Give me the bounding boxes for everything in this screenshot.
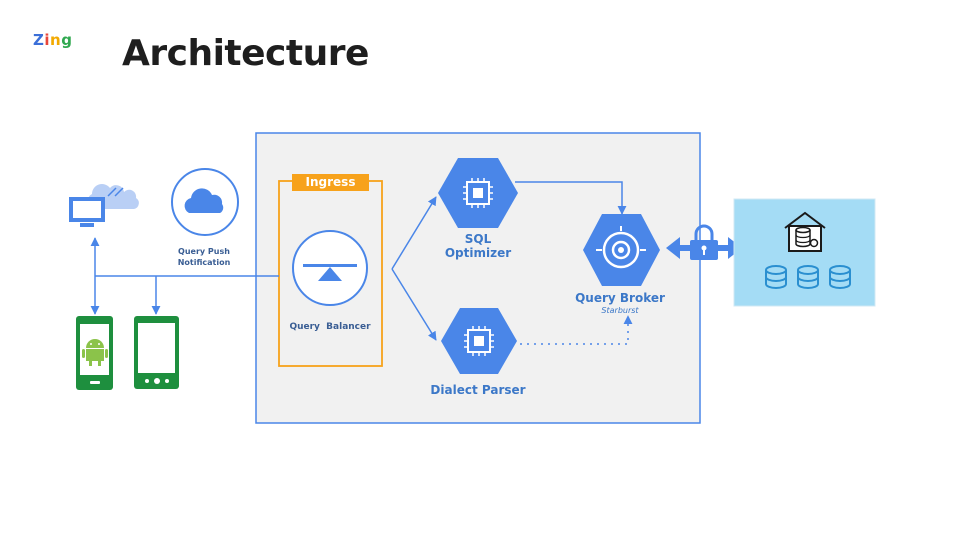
ios-phone-icon [134,316,179,389]
ingress-label: Ingress [292,174,369,191]
logo-letter: Z [33,31,45,49]
connections [90,181,633,345]
query-balancer-label: Query Balancer [289,322,371,332]
page-title: Architecture [122,33,369,74]
logo-letter: g [61,31,73,49]
balance-icon [292,230,368,306]
zing-logo: Zing [33,31,72,49]
ios-label: iOS [142,329,170,345]
query-broker-label: Query Broker [575,291,665,305]
cloud-icon [171,168,239,236]
sql-optimizer-label: SQL Optimizer [444,232,512,260]
android-phone-icon [76,316,113,390]
dialect-parser-label: Dialect Parser [430,383,526,397]
chip-icon [438,158,518,228]
query-broker-sublabel: Starburst [601,306,639,315]
broker-icon [583,214,660,286]
desktop-icon [69,184,139,227]
logo-letter: n [50,31,62,49]
lock-icon [666,224,742,260]
logo-letter: i [44,31,51,49]
push-notification-label: Query Push Notification [177,247,231,267]
chip-icon [441,308,517,374]
database-icon [733,198,876,307]
